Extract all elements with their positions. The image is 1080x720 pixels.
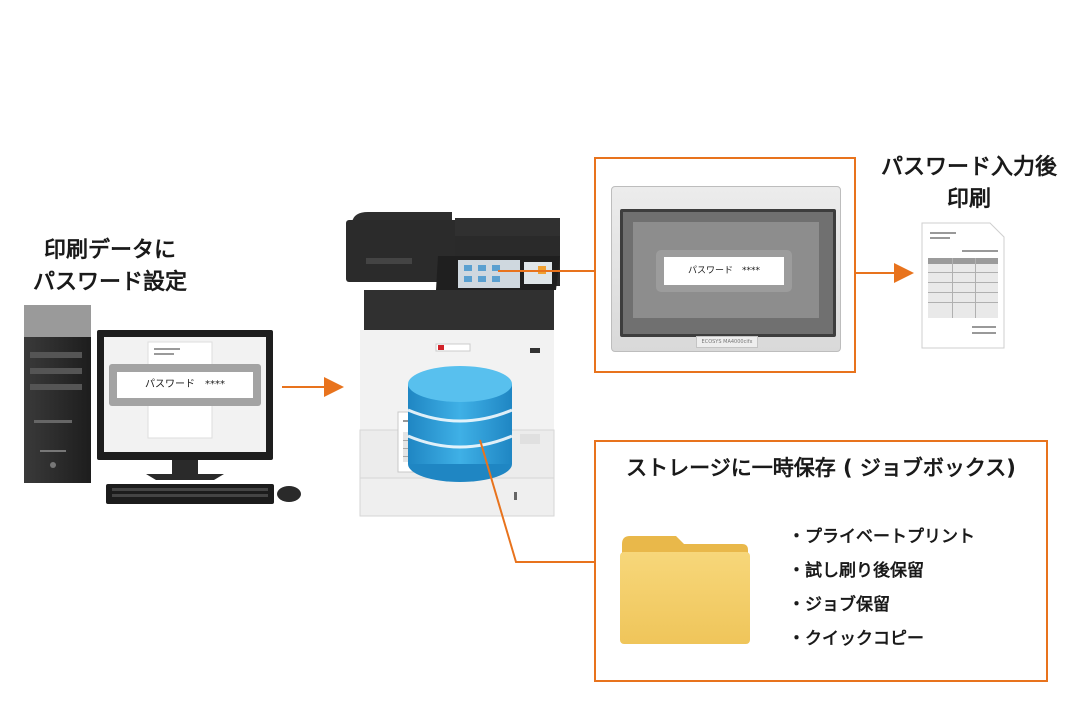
list-item: ・試し刷り後保留 xyxy=(788,561,924,581)
pc-label-line2: パスワード設定 xyxy=(32,270,187,295)
pc-password-field: パスワード **** xyxy=(117,372,253,398)
database-to-storage-connector xyxy=(479,439,594,563)
list-item: ・クイックコピー xyxy=(788,629,924,649)
storage-database-icon xyxy=(407,366,513,482)
print-after-label-line1: パスワード入力後 xyxy=(880,155,1057,180)
keyboard-illustration xyxy=(106,484,301,504)
print-after-label-line2: 印刷 xyxy=(946,187,991,212)
list-item: ・プライベートプリント xyxy=(788,527,975,547)
storage-callout-box xyxy=(594,440,1048,682)
storage-feature-list: ・プライベートプリント ・試し刷り後保留 ・ジョブ保留 ・クイックコピー xyxy=(788,520,975,656)
print-after-label: パスワード入力後 印刷 xyxy=(858,152,1080,216)
panel-callout-box xyxy=(594,157,856,373)
printed-document-illustration xyxy=(921,222,1005,349)
list-item: ・ジョブ保留 xyxy=(788,595,890,615)
pc-label-line1: 印刷データに xyxy=(43,238,176,263)
folder-icon xyxy=(620,536,750,644)
pc-label: 印刷データに パスワード設定 xyxy=(20,235,200,299)
storage-title: ストレージに一時保存 ( ジョブボックス) xyxy=(626,456,1016,480)
panel-password-field: パスワード **** xyxy=(664,257,784,285)
panel-model-label: ECOSYS MA4000cifx xyxy=(696,336,758,348)
pc-tower-illustration xyxy=(24,305,91,483)
